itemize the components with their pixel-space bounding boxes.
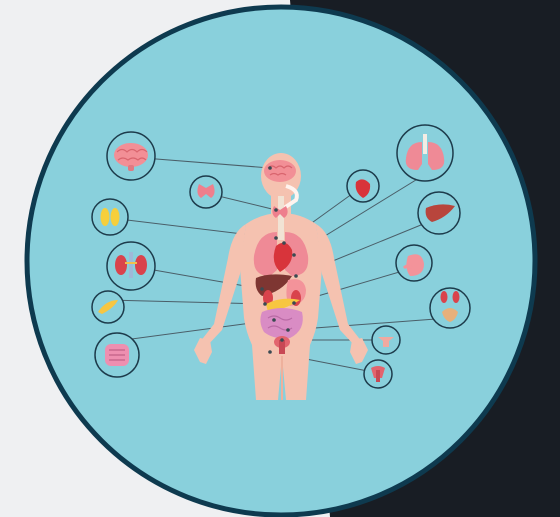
- brain-organ: [264, 160, 296, 182]
- callout-kidneys: [107, 242, 155, 290]
- callout-liver: [418, 192, 460, 234]
- callout-stomach: [396, 245, 432, 281]
- callout-female-reproductive: [364, 360, 392, 388]
- intestine-icon: [105, 344, 129, 366]
- kidneys-icon: [115, 252, 147, 278]
- callout-thyroid: [190, 176, 222, 208]
- callout-lungs: [397, 125, 453, 181]
- callout-adrenal: [92, 199, 128, 235]
- callout-pancreas: [92, 291, 124, 323]
- callout-bladder: [430, 288, 470, 328]
- callout-male-reproductive: [372, 326, 400, 354]
- callout-brain: [107, 132, 155, 180]
- callout-intestines: [95, 333, 139, 377]
- callout-heart: [347, 170, 379, 202]
